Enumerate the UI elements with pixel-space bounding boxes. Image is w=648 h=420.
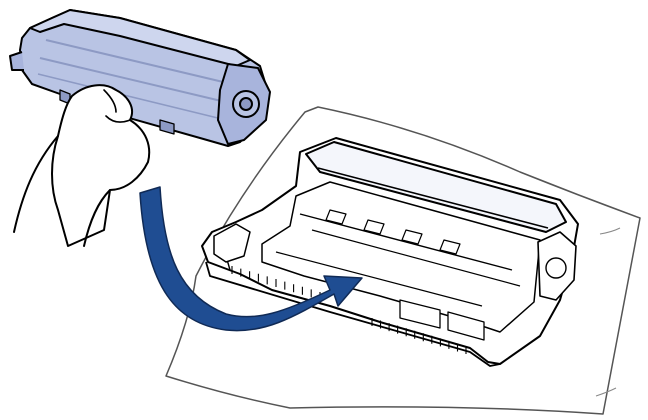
hand bbox=[13, 84, 151, 247]
drum-unit bbox=[201, 137, 579, 367]
insertion-arrow bbox=[139, 186, 363, 332]
toner-cartridge bbox=[9, 9, 271, 147]
